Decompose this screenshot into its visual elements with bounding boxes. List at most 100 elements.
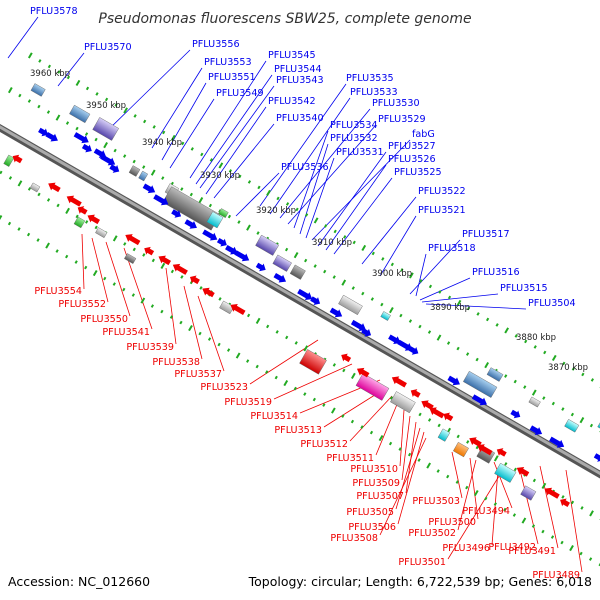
tick-mark (485, 317, 490, 322)
gene-label: PFLU3539 (126, 342, 174, 353)
feature-block (219, 300, 235, 315)
tick-mark (114, 103, 118, 107)
tick-mark (65, 254, 69, 259)
feature-block (462, 370, 498, 398)
feature-block (520, 485, 537, 501)
gene-label: PFLU3491 (508, 546, 556, 557)
tick-mark (466, 306, 471, 311)
reverse-gene-arrow (144, 246, 155, 256)
gene-label-leader (161, 82, 207, 161)
forward-gene-arrow (81, 143, 92, 153)
tick-mark (112, 235, 118, 242)
tick-mark (361, 291, 365, 296)
gene-label-leader (333, 177, 393, 255)
tick-mark (352, 240, 356, 245)
tick-mark (493, 455, 499, 462)
tick-mark (446, 474, 450, 479)
reverse-gene-arrow (158, 255, 171, 266)
tick-mark (455, 480, 459, 484)
tick-mark (255, 317, 261, 325)
tick-mark (112, 282, 116, 286)
feature-block (95, 227, 108, 239)
tick-mark (45, 242, 50, 249)
gene-label-leader (195, 74, 273, 185)
feature-block (138, 170, 149, 182)
tick-mark (409, 272, 414, 279)
gene-label-leader (189, 60, 267, 179)
gene-label-leader (317, 151, 387, 247)
tick-mark (103, 141, 108, 149)
tick-mark (8, 176, 13, 180)
tick-mark (75, 214, 79, 219)
tick-mark (426, 462, 432, 469)
tick-mark (361, 244, 367, 252)
gene-label: PFLU3554 (34, 286, 82, 297)
tick-mark (46, 110, 51, 114)
tick-rows (0, 52, 600, 567)
feature-block (206, 211, 224, 229)
reverse-gene-arrow (516, 467, 530, 477)
tick-mark (514, 334, 518, 338)
tick-mark (541, 482, 547, 490)
tick-mark (85, 220, 89, 224)
gene-label: PFLU3515 (500, 283, 548, 294)
gene-label: PFLU3513 (274, 425, 322, 436)
tick-mark (523, 385, 527, 389)
tick-mark (285, 202, 290, 206)
gene-label: PFLU3518 (428, 243, 476, 254)
tick-mark (303, 392, 307, 396)
kbp-tick-label: 3880 kbp (516, 333, 556, 343)
feature-block (69, 104, 91, 124)
tick-mark (207, 337, 212, 341)
forward-gene-arrow (310, 296, 321, 305)
tick-mark (322, 403, 326, 407)
reverse-gene-arrow (469, 437, 482, 447)
tick-mark (85, 86, 90, 91)
tick-mark (551, 354, 557, 362)
tick-mark (560, 540, 564, 545)
gene-label-leader (165, 267, 177, 345)
feature-block (29, 182, 41, 193)
kbp-tick-label: 3910 kbp (312, 238, 352, 248)
tick-mark (293, 251, 299, 259)
forward-gene-arrow (225, 244, 238, 255)
tick-mark (285, 335, 289, 340)
tick-mark (532, 478, 537, 483)
reverse-gene-arrow (125, 234, 141, 246)
gene-label: PFLU3538 (152, 357, 200, 368)
tick-mark (92, 269, 98, 277)
tick-mark (512, 513, 517, 517)
gene-label-leader (287, 124, 377, 225)
tick-mark (198, 331, 202, 336)
tick-mark (562, 361, 566, 366)
gene-label-leader (397, 431, 425, 525)
tick-mark (170, 134, 176, 142)
tick-mark (140, 297, 146, 304)
tick-mark (160, 309, 164, 314)
tick-mark (47, 64, 52, 69)
gene-label-leader (491, 469, 499, 546)
tick-mark (295, 207, 299, 212)
tick-mark (579, 416, 585, 424)
forward-gene-arrow (109, 164, 120, 173)
tick-mark (237, 220, 241, 224)
tick-mark (0, 170, 3, 175)
reverse-gene-arrow (544, 487, 560, 499)
gene-label-leader (395, 427, 421, 510)
feature-block (338, 294, 363, 316)
feature-block (30, 83, 46, 97)
backbone (0, 123, 600, 479)
tick-mark (428, 284, 433, 289)
gene-label-leader (299, 143, 329, 235)
tick-mark (228, 169, 233, 173)
gene-label: PFLU3535 (346, 73, 394, 84)
tick-mark (378, 434, 384, 442)
tick-mark (590, 378, 595, 382)
forward-gene-arrow (388, 334, 401, 345)
gene-label: PFLU3504 (528, 298, 576, 309)
tick-mark (493, 502, 497, 506)
gene-label-leader (259, 83, 347, 207)
tick-mark (235, 352, 241, 359)
tick-mark (550, 535, 555, 539)
kbp-tick-label: 3960 kbp (30, 69, 70, 79)
